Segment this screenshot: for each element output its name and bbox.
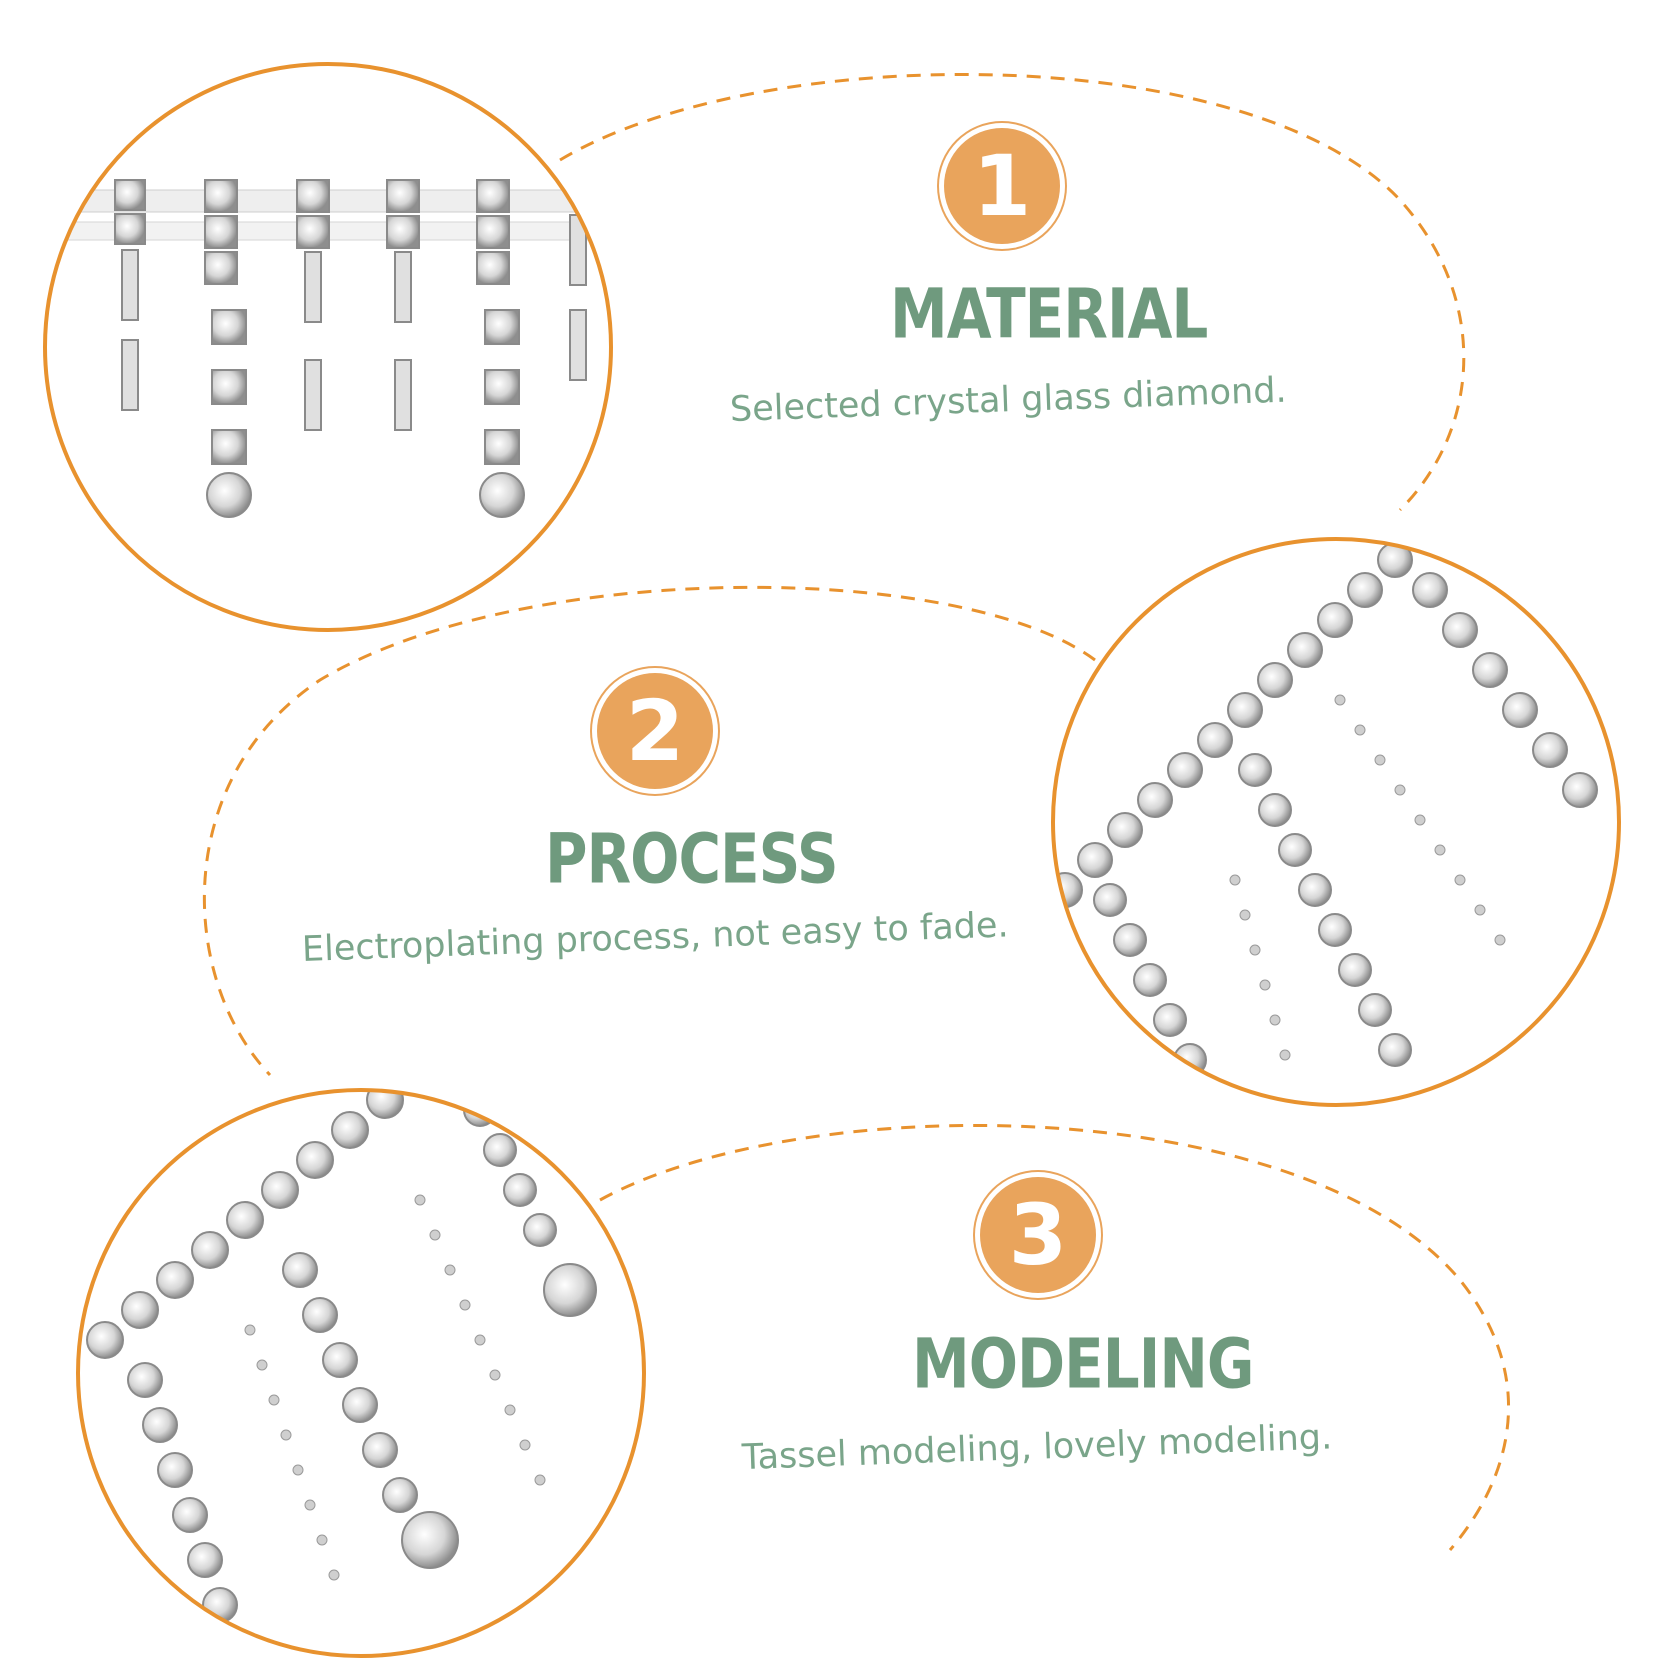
product-photo-3 [78, 1090, 644, 1656]
fringe-strand [476, 179, 525, 518]
product-photo-1 [45, 64, 611, 630]
fringe-strand [569, 214, 587, 381]
photo-ring-2 [1051, 537, 1621, 1107]
dashed-curve-3 [599, 1123, 1511, 1551]
step-number-badge-2: 2 [597, 673, 713, 789]
photo-ring-3 [76, 1088, 646, 1658]
step-number-badge-3: 3 [980, 1177, 1096, 1293]
fringe-strand [204, 179, 252, 518]
dashed-curve-1 [559, 73, 1466, 512]
fringe-strand [114, 179, 146, 411]
step-number-badge-1: 1 [944, 128, 1060, 244]
fringe-strand [296, 179, 330, 431]
feature-title-material: MATERIAL [890, 273, 1208, 355]
fringe-strand [386, 179, 420, 431]
feature-title-process: PROCESS [545, 818, 839, 900]
product-photo-2 [1053, 539, 1619, 1105]
feature-title-modeling: MODELING [912, 1323, 1254, 1405]
photo-ring-1 [43, 62, 613, 632]
